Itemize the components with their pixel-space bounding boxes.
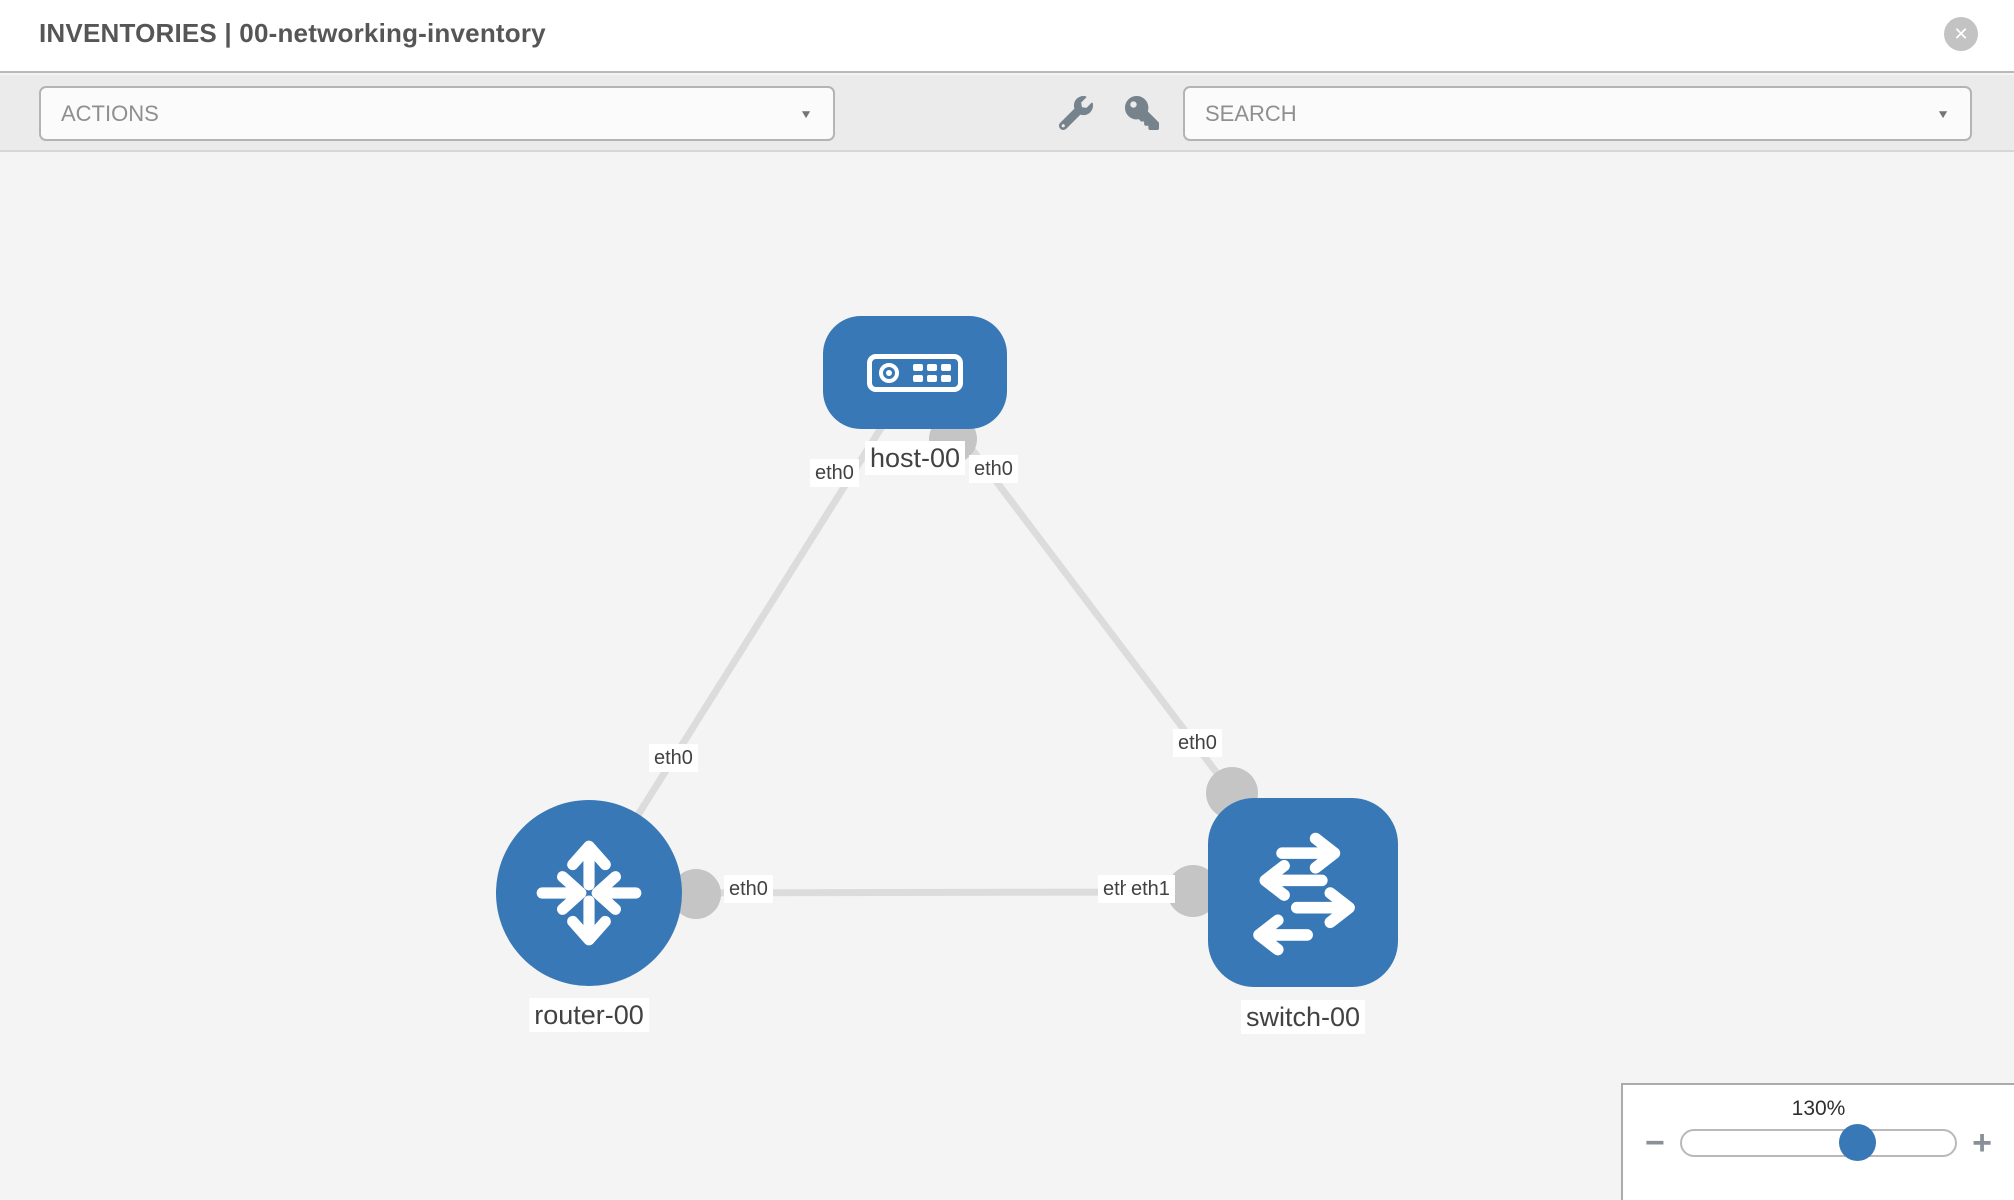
node-router-00[interactable]: [496, 800, 682, 986]
iface-label-switch-uplink: eth0: [1173, 729, 1222, 757]
node-host-00[interactable]: [823, 316, 1007, 429]
zoom-level-value: 130%: [1791, 1097, 1846, 1120]
caret-down-icon: ▼: [799, 106, 813, 121]
iface-label-switch-eth1: eth1: [1126, 875, 1175, 903]
iface-label-host-to-router: eth0: [810, 459, 859, 487]
iface-label-router-uplink: eth0: [649, 744, 698, 772]
zoom-out-icon[interactable]: −: [1645, 1124, 1665, 1162]
node-label-host: host-00: [864, 441, 966, 475]
zoom-panel: 130% − +: [1621, 1083, 2014, 1200]
credentials-button[interactable]: [1122, 93, 1162, 133]
router-icon: [536, 840, 642, 946]
close-icon[interactable]: ✕: [1944, 17, 1978, 51]
link-host-router[interactable]: [586, 372, 918, 895]
search-dropdown[interactable]: SEARCH ▼: [1183, 86, 1972, 141]
host-icon: [867, 353, 963, 392]
search-dropdown-label: SEARCH: [1205, 100, 1297, 126]
zoom-slider-handle[interactable]: [1838, 1124, 1876, 1161]
zoom-in-icon[interactable]: +: [1972, 1124, 1992, 1162]
node-switch-00[interactable]: [1208, 798, 1398, 987]
header: INVENTORIES | 00-networking-inventory ✕: [0, 0, 2014, 73]
caret-down-icon: ▼: [1936, 106, 1950, 121]
wrench-icon: [1059, 96, 1093, 130]
toolbar: ACTIONS ▼ SEARCH ▼: [0, 75, 2014, 152]
iface-label-router-eth0: eth0: [724, 875, 773, 903]
page-title: INVENTORIES | 00-networking-inventory: [39, 18, 546, 48]
configure-button[interactable]: [1056, 93, 1096, 133]
topology-links: [586, 371, 1235, 897]
key-icon: [1125, 96, 1159, 130]
switch-icon: [1253, 832, 1355, 955]
actions-dropdown-label: ACTIONS: [61, 100, 159, 126]
actions-dropdown[interactable]: ACTIONS ▼: [39, 86, 835, 141]
node-label-router: router-00: [529, 998, 649, 1032]
iface-label-host-to-switch: eth0: [969, 455, 1018, 483]
node-label-switch: switch-00: [1240, 1000, 1366, 1034]
topology-canvas[interactable]: host-00 router-00 switch-00 eth0 eth0 et…: [0, 152, 2014, 1200]
zoom-slider[interactable]: [1679, 1124, 1958, 1161]
